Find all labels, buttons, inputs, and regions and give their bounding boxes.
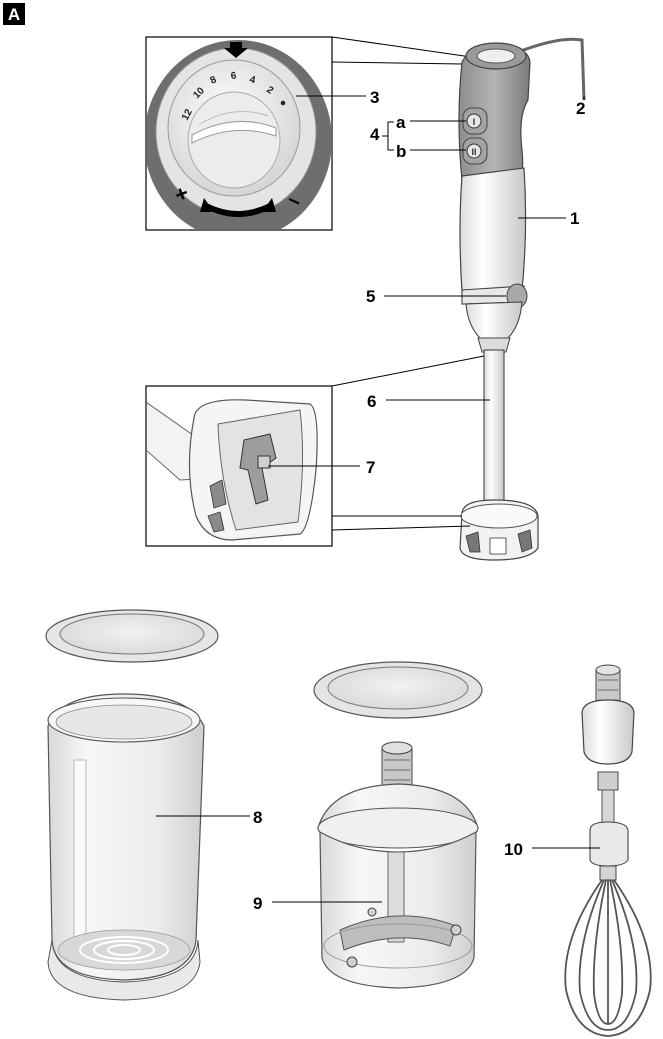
zoom-line-top bbox=[332, 37, 478, 58]
hand-blender: I II bbox=[459, 39, 584, 560]
label-6: 6 bbox=[367, 392, 376, 411]
dial-on-handle bbox=[477, 49, 515, 63]
blending-shaft bbox=[484, 350, 504, 510]
figure-tag-text: A bbox=[8, 5, 20, 24]
label-5: 5 bbox=[366, 287, 375, 306]
label-1: 1 bbox=[570, 209, 579, 228]
zoom-line-blade-top bbox=[332, 356, 484, 386]
label-b: b bbox=[396, 142, 406, 161]
measuring-beaker bbox=[46, 610, 218, 1000]
motor-body bbox=[460, 168, 526, 292]
label-7: 7 bbox=[366, 458, 375, 477]
whisk-gearbox bbox=[582, 700, 634, 764]
speed-dial-inset: 12 10 8 6 4 2 + – bbox=[144, 37, 332, 240]
zoom-line-bottom bbox=[332, 62, 462, 64]
label-4: 4 bbox=[370, 125, 380, 144]
label-8: 8 bbox=[253, 808, 262, 827]
label-a: a bbox=[396, 113, 406, 132]
label-10: 10 bbox=[504, 840, 523, 859]
whisk bbox=[565, 665, 651, 1036]
whisk-wires bbox=[565, 880, 651, 1036]
figure-tag: A bbox=[3, 3, 25, 25]
label-9: 9 bbox=[253, 894, 262, 913]
svg-text:II: II bbox=[471, 147, 476, 157]
dial-tick-dot bbox=[281, 101, 286, 106]
label-2: 2 bbox=[576, 99, 585, 118]
zoom-line-blade-bottom bbox=[332, 526, 470, 530]
chopper bbox=[314, 662, 482, 988]
svg-text:I: I bbox=[473, 117, 476, 127]
label-3: 3 bbox=[370, 88, 379, 107]
